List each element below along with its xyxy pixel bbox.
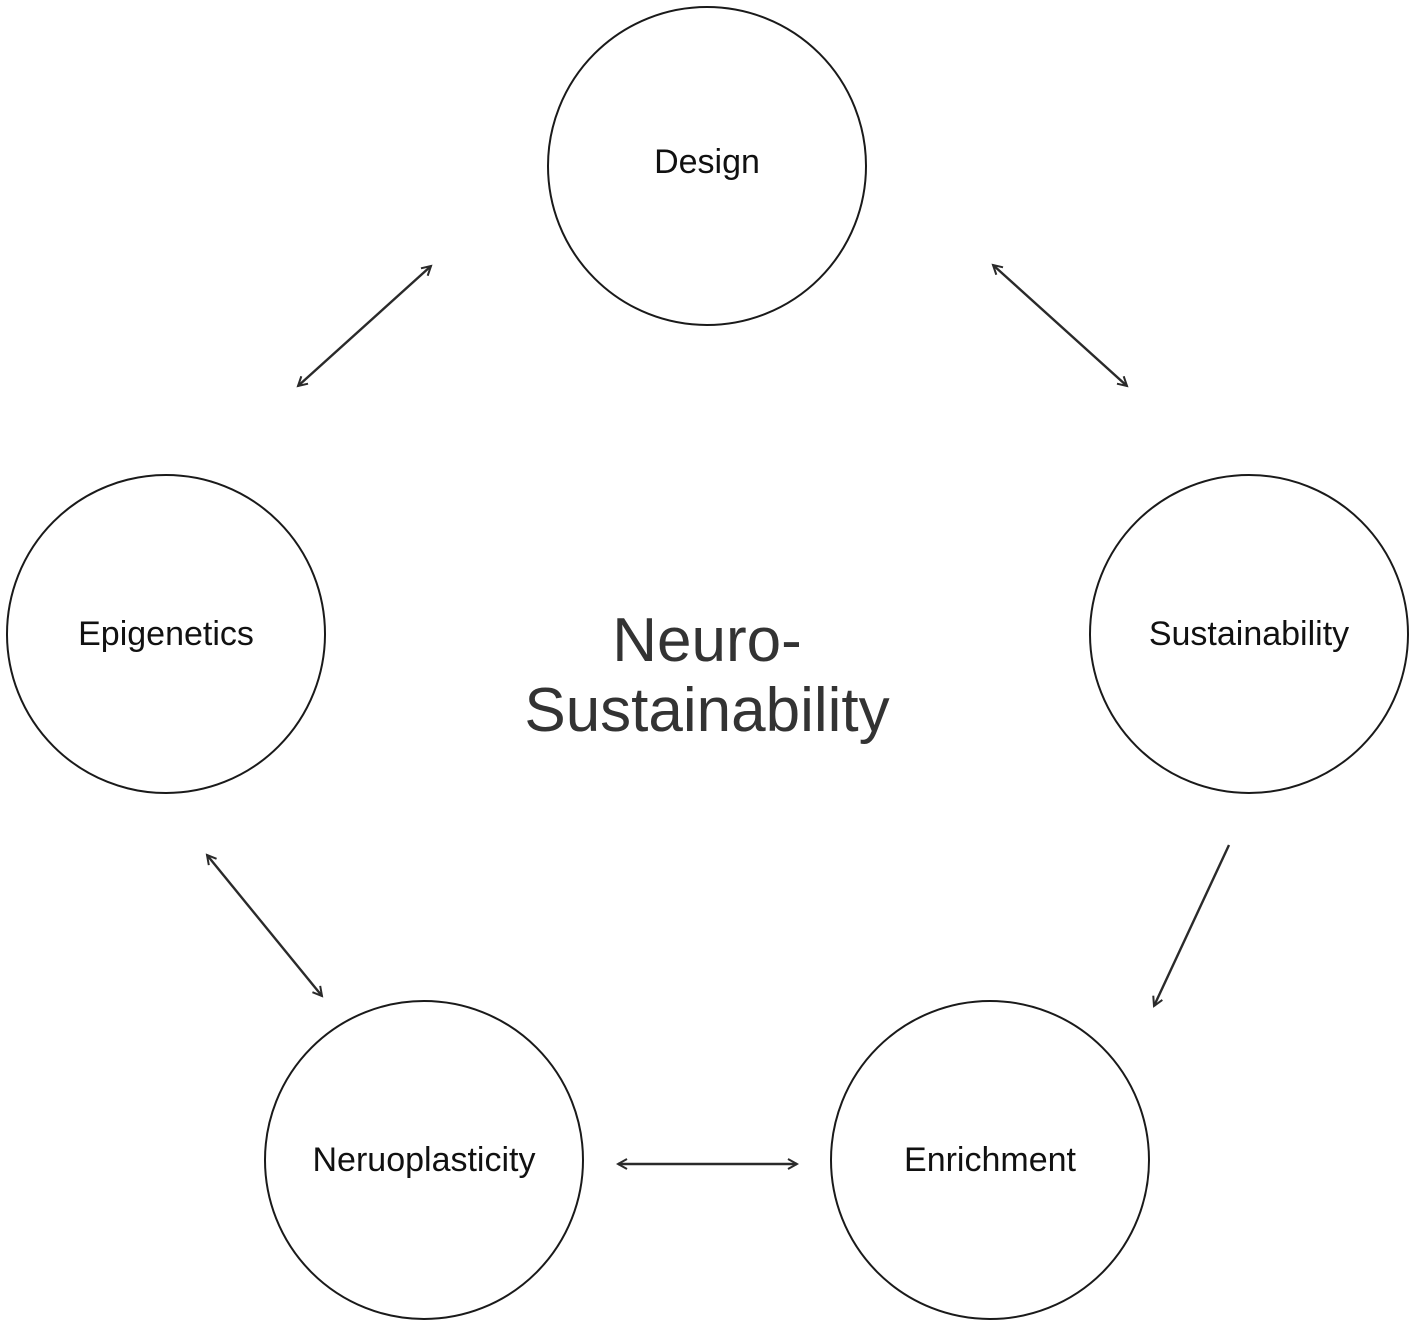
connector-design-sustainability bbox=[993, 265, 1127, 386]
node-epigenetics-circle bbox=[6, 474, 326, 794]
node-epigenetics: Epigenetics bbox=[6, 474, 326, 794]
connector-sustainability-enrichment bbox=[1154, 844, 1231, 1006]
node-neruoplasticity-circle bbox=[264, 1000, 584, 1320]
node-enrichment-circle bbox=[830, 1000, 1150, 1320]
node-design-label: Design bbox=[654, 143, 760, 181]
connector-neruoplasticity-epigenetics bbox=[207, 855, 322, 996]
center-title-line2: Sustainability bbox=[524, 676, 889, 745]
node-sustainability-label: Sustainability bbox=[1149, 615, 1349, 653]
center-title: Neuro- Sustainability bbox=[524, 606, 889, 745]
node-sustainability: Sustainability bbox=[1089, 474, 1409, 794]
connector-epigenetics-design bbox=[298, 266, 431, 386]
node-epigenetics-label: Epigenetics bbox=[78, 615, 254, 653]
node-neruoplasticity-label: Neruoplasticity bbox=[313, 1141, 536, 1179]
node-neruoplasticity: Neruoplasticity bbox=[264, 1000, 584, 1320]
node-enrichment: Enrichment bbox=[830, 1000, 1150, 1320]
node-enrichment-label: Enrichment bbox=[904, 1141, 1077, 1179]
center-title-line1: Neuro- bbox=[612, 606, 802, 675]
node-design: Design bbox=[547, 6, 867, 326]
node-design-circle bbox=[547, 6, 867, 326]
node-sustainability-circle bbox=[1089, 474, 1409, 794]
